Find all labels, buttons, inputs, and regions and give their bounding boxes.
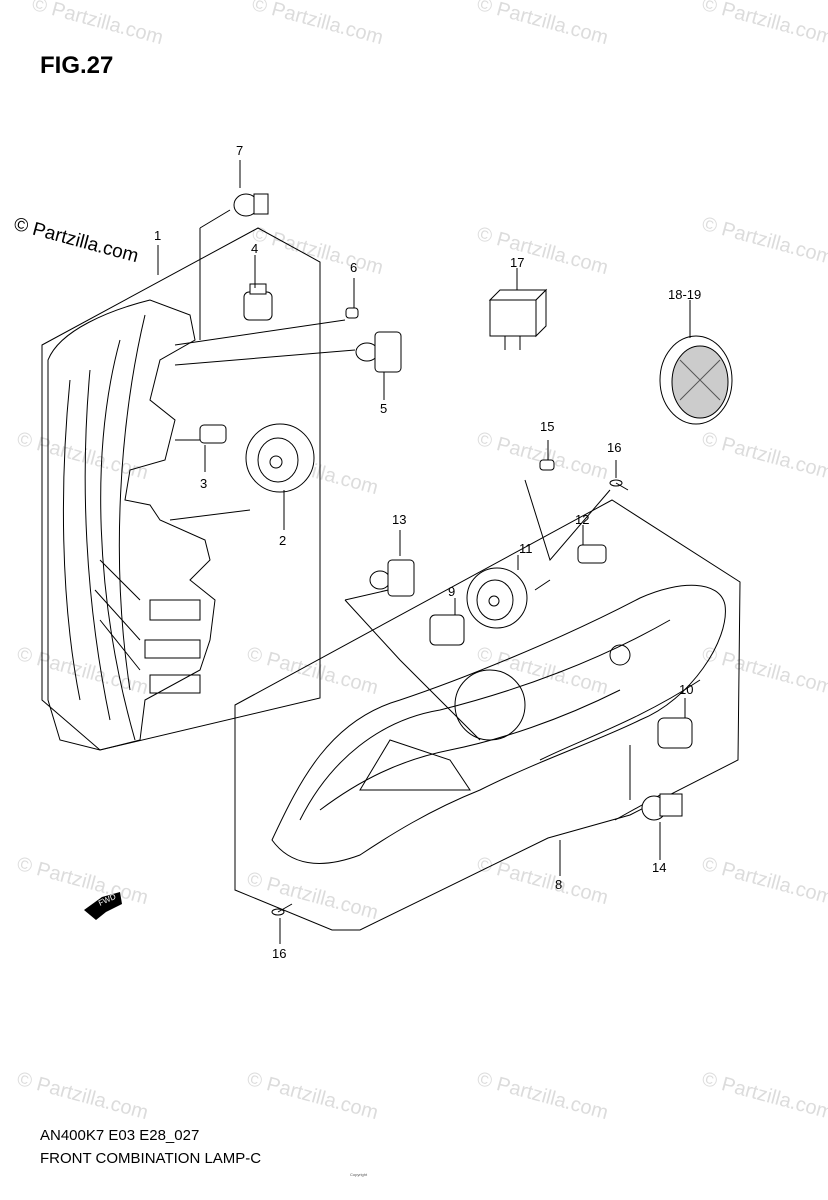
callout-13: 13 — [392, 512, 407, 527]
callout-5: 5 — [380, 401, 388, 416]
bulb-6 — [345, 307, 359, 319]
callout-16-lower: 16 — [272, 946, 287, 961]
bulb-7 — [233, 193, 269, 217]
callout-12: 12 — [575, 512, 590, 527]
callout-3: 3 — [200, 476, 208, 491]
callout-9: 9 — [448, 584, 456, 599]
bulb-13 — [369, 559, 415, 597]
diagram-code: AN400K7 E03 E28_027 — [40, 1127, 200, 1144]
bulb-5 — [355, 331, 402, 373]
bulb-15 — [539, 459, 555, 471]
left-assembly-frame — [41, 227, 321, 751]
socket-10 — [657, 717, 693, 749]
reflector-2 — [245, 423, 315, 493]
callout-4: 4 — [251, 241, 259, 256]
fwd-arrow-icon: FWD — [84, 892, 122, 920]
callout-16: 16 — [607, 440, 622, 455]
socket-12 — [577, 544, 607, 564]
callout-10: 10 — [679, 682, 694, 697]
diagram-name: FRONT COMBINATION LAMP-C — [40, 1150, 262, 1167]
callout-17: 17 — [510, 255, 525, 270]
bulb-14 — [641, 793, 683, 821]
copyright: Copyright — [350, 1172, 368, 1177]
screw-16-upper — [609, 479, 629, 491]
callout-7: 7 — [236, 143, 244, 158]
headlamp-body — [271, 584, 726, 864]
figure-title: FIG.27 — [40, 52, 114, 79]
callout-14: 14 — [652, 860, 667, 875]
callout-1: 1 — [154, 228, 162, 243]
socket-3 — [199, 424, 227, 444]
callout-18-19: 18-19 — [668, 287, 702, 302]
relay-17 — [488, 288, 548, 350]
socket-9 — [429, 614, 465, 646]
screw-16-lower — [271, 903, 293, 916]
reflector-18-19 — [659, 335, 733, 425]
left-housing — [47, 299, 216, 751]
callout-11: 11 — [519, 541, 533, 556]
callout-8: 8 — [555, 877, 563, 892]
right-assembly-frame — [234, 499, 741, 931]
socket-4 — [243, 283, 273, 321]
callout-2: 2 — [279, 533, 287, 548]
reflector-11 — [466, 567, 528, 629]
callout-6: 6 — [350, 260, 358, 275]
callout-15: 15 — [540, 419, 555, 434]
